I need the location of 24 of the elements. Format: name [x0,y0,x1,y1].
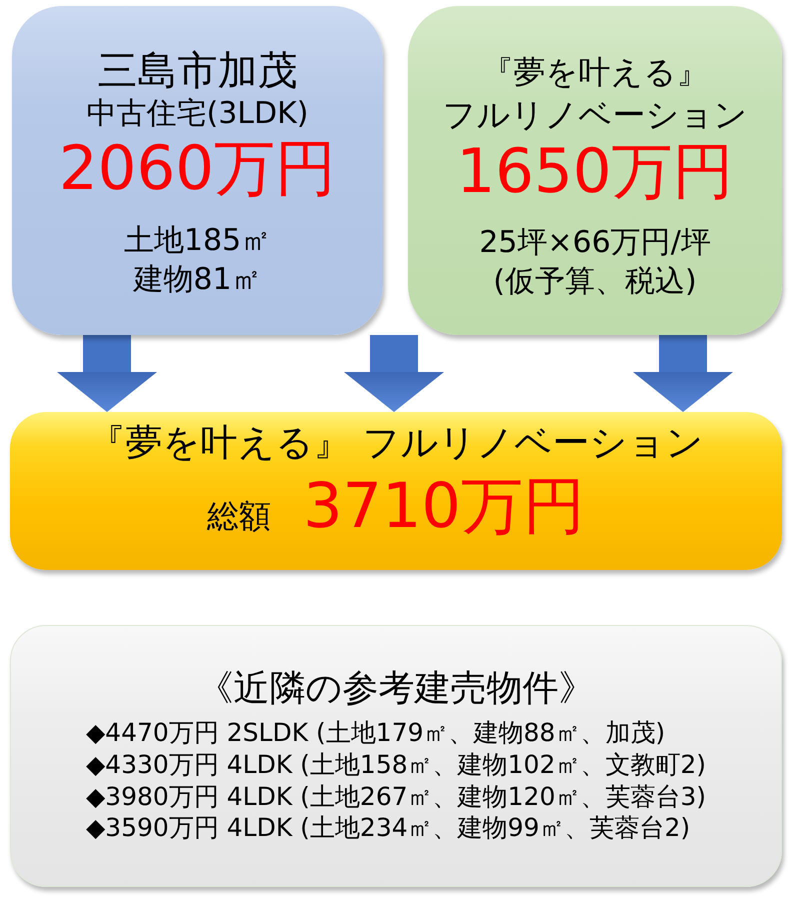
budget-note: (仮予算、税込) [493,262,697,301]
plan-title: フルリノベーション [442,94,748,136]
property-card [12,6,383,335]
cost-breakdown-text: 25坪×66万円/坪 [479,224,711,262]
property-type-text: 中古住宅(3LDK) [86,95,308,133]
listings-card [10,625,782,887]
place-heading: 三島市加茂 [98,48,298,94]
listing-item: ◆4470万円 2SLDK (土地179㎡、建物88㎡、加茂) [86,717,666,749]
area-text: 土地185㎡ [124,222,272,260]
listing-item: ◆3980万円 4LDK (土地267㎡、建物120㎡、芙蓉台3) [86,780,706,812]
listing-item: ◆3590万円 4LDK (土地234㎡、建物99㎡、芙蓉台2) [86,812,690,844]
total-cost-card [10,412,782,570]
plan-title: 『夢を叶える』 フルリノベーション [88,420,704,466]
arrow [57,335,157,412]
plan-title: 『夢を叶える』 [482,52,708,93]
arrow [633,335,733,412]
renovation-card [408,6,782,335]
price-text: 1650万円 [456,140,734,205]
area-text: 建物81㎡ [133,261,262,300]
price-text: 2060万円 [58,137,336,202]
listing-item: ◆4330万円 4LDK (土地158㎡、建物102㎡、文教町2) [86,748,706,780]
total-label: 総額 [207,497,272,536]
total-price: 3710万円 [303,472,585,540]
section-heading: 《近隣の参考建売物件》 [198,667,594,711]
